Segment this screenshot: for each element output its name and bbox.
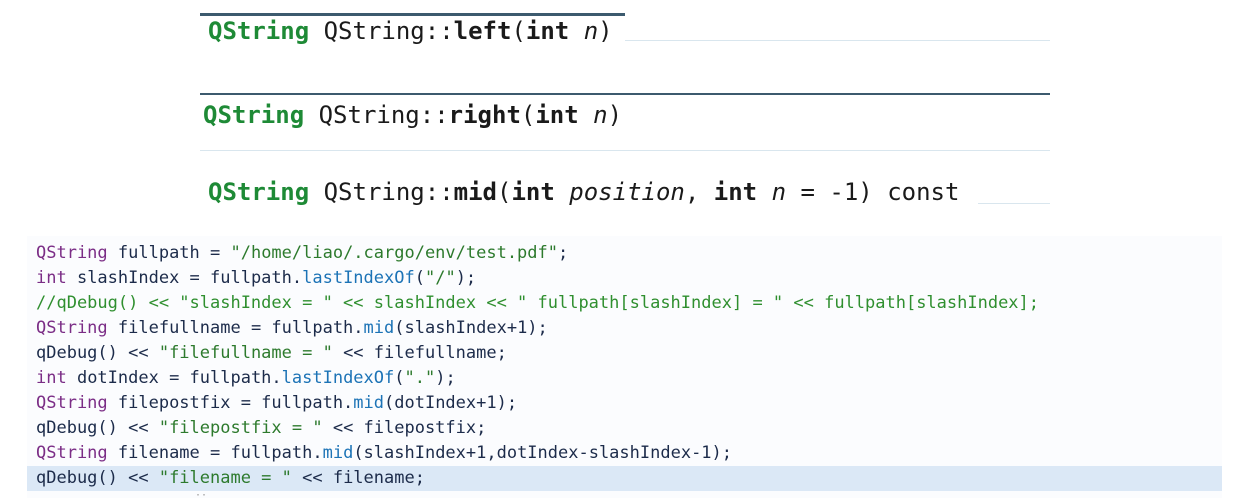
return-type: QString xyxy=(203,101,305,129)
code-token: lastIndexOf xyxy=(302,268,415,288)
code-token: qDebug() << xyxy=(36,418,159,438)
code-line[interactable]: qDebug() << "filepostfix = " << filepost… xyxy=(27,416,1222,441)
signature-divider xyxy=(200,93,1050,95)
param-name: n xyxy=(583,17,599,45)
code-token: dotIndex = fullpath. xyxy=(66,368,282,388)
code-line[interactable]: qDebug() << "filefullname = " << fileful… xyxy=(27,341,1222,366)
code-token: ); xyxy=(435,368,456,388)
param-type: int xyxy=(535,101,579,129)
code-token: QString xyxy=(36,318,108,338)
signature-divider xyxy=(200,13,625,16)
param-type: int xyxy=(511,178,555,206)
code-token: filefullname = fullpath. xyxy=(107,318,364,338)
code-token: (dotIndex+1); xyxy=(384,393,518,413)
signature-mid: QString QString::mid(int position, int n… xyxy=(200,168,1050,208)
signature-right: QString QString::right(int n) xyxy=(200,93,1050,151)
paren-close: ) xyxy=(858,178,873,206)
function-name: mid xyxy=(453,178,498,206)
code-token: "." xyxy=(404,368,436,388)
param-separator: , xyxy=(684,178,714,206)
code-token: << filefullname; xyxy=(332,343,507,363)
paren-close: ) xyxy=(607,101,623,129)
code-token: QString xyxy=(36,243,108,263)
code-token: "filefullname = " xyxy=(158,343,333,363)
code-token: filepostfix = fullpath. xyxy=(107,393,354,413)
code-token: qDebug() << xyxy=(36,343,159,363)
code-token: "/home/liao/.cargo/env/test.pdf" xyxy=(230,243,558,263)
code-token: QString xyxy=(36,443,108,463)
code-token: << filepostfix; xyxy=(322,418,487,438)
code-token: ; xyxy=(558,243,569,263)
code-line[interactable]: QString filefullname = fullpath.mid(slas… xyxy=(27,316,1222,341)
code-line[interactable]: //qDebug() << "slashIndex = " << slashIn… xyxy=(27,291,1222,316)
code-token: "filepostfix = " xyxy=(158,418,323,438)
paren-close: ) xyxy=(598,17,613,45)
code-token: (slashIndex+1); xyxy=(394,318,548,338)
param-name: n xyxy=(593,101,608,129)
code-token: ( xyxy=(414,268,425,288)
scroll-indicator: ·· xyxy=(195,490,208,501)
code-token: mid xyxy=(353,393,385,413)
code-token: slashIndex = fullpath. xyxy=(66,268,303,288)
code-token: "/" xyxy=(424,268,456,288)
scope: QString:: xyxy=(304,101,449,129)
code-token: "filename = " xyxy=(158,468,292,488)
code-token: int xyxy=(36,368,67,388)
code-line[interactable]: QString filepostfix = fullpath.mid(dotIn… xyxy=(27,391,1222,416)
signature-text: QString QString::right(int n) xyxy=(203,101,622,129)
signature-underline xyxy=(978,203,1050,204)
param-name: position xyxy=(569,178,685,206)
scope: QString:: xyxy=(309,17,454,45)
code-token: ); xyxy=(455,268,477,288)
code-token: mid xyxy=(363,318,395,338)
code-token: int xyxy=(36,268,67,288)
code-token: filename = fullpath. xyxy=(107,443,323,463)
code-token: lastIndexOf xyxy=(281,368,395,388)
const-qualifier: const xyxy=(872,178,960,206)
signature-left: QString QString::left(int n) xyxy=(200,13,1050,45)
code-token: qDebug() << xyxy=(36,468,159,488)
scope: QString:: xyxy=(309,178,454,206)
paren-open: ( xyxy=(497,178,512,206)
code-token: fullpath = xyxy=(107,243,231,263)
param-name: n xyxy=(771,178,787,206)
code-token: << filename; xyxy=(291,468,425,488)
param-type: int xyxy=(713,178,758,206)
code-token: //qDebug() << "slashIndex = " << slashIn… xyxy=(36,293,1040,313)
paren-open: ( xyxy=(511,17,526,45)
return-type: QString xyxy=(208,17,310,45)
code-token: QString xyxy=(36,393,108,413)
signature-text: QString QString::mid(int position, int n… xyxy=(208,178,959,206)
code-line[interactable]: qDebug() << "filename = " << filename; xyxy=(27,466,1222,491)
signature-underline xyxy=(625,40,1050,41)
code-editor[interactable]: QString fullpath = "/home/liao/.cargo/en… xyxy=(27,236,1222,498)
signature-text: QString QString::left(int n) xyxy=(208,17,613,45)
code-token: mid xyxy=(322,443,354,463)
param-type: int xyxy=(525,17,570,45)
function-name: left xyxy=(453,17,512,45)
param-default: = -1 xyxy=(786,178,859,206)
code-line[interactable]: QString filename = fullpath.mid(slashInd… xyxy=(27,441,1222,466)
paren-open: ( xyxy=(520,101,536,129)
function-name: right xyxy=(448,101,521,129)
code-line[interactable]: QString fullpath = "/home/liao/.cargo/en… xyxy=(27,241,1222,266)
code-token: (slashIndex+1,dotIndex-slashIndex-1); xyxy=(353,443,733,463)
code-token: ( xyxy=(394,368,405,388)
code-line[interactable]: int slashIndex = fullpath.lastIndexOf("/… xyxy=(27,266,1222,291)
signature-underline xyxy=(200,150,1050,151)
code-line[interactable]: int dotIndex = fullpath.lastIndexOf(".")… xyxy=(27,366,1222,391)
return-type: QString xyxy=(208,178,310,206)
